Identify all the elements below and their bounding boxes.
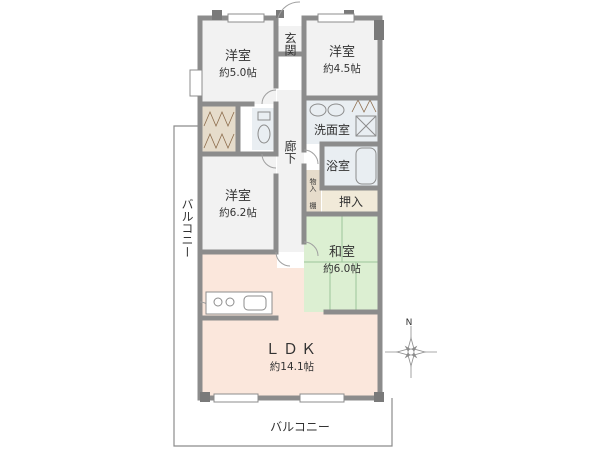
room-yoshitsu-ne-area: 約4.5帖: [323, 62, 361, 75]
room-yoshitsu-w-area: 約6.2帖: [219, 206, 257, 219]
room-washitsu-area: 約6.0帖: [323, 262, 361, 275]
wet-fixtures: [257, 103, 377, 185]
room-yoshitsu-ne-name: 洋室: [329, 44, 355, 60]
oshiire-fill: [322, 190, 380, 212]
room-yoshitsu-w-fill: [200, 156, 276, 252]
rouka-label: 廊下: [283, 139, 297, 164]
monoire-label: 物入: [309, 177, 317, 192]
compass-north-label: N: [406, 318, 413, 328]
closet-doors: [203, 99, 377, 150]
oshiire-label: 押入: [339, 195, 363, 209]
room-fills: [200, 18, 380, 398]
kitchen-counter: [205, 291, 273, 315]
room-washitsu-name: 和室: [329, 244, 355, 260]
monoire-fill: [305, 170, 321, 212]
genkan-fill: [277, 26, 304, 54]
washroom-fill: [304, 98, 380, 144]
balcony-bottom-label: バルコニー: [270, 420, 330, 434]
closet-left-fill: [200, 106, 238, 154]
genkan-label: 玄関: [283, 31, 297, 56]
corridor-fill: [277, 90, 304, 252]
room-yoshitsu-nw-fill: [200, 18, 276, 104]
room-ldk-area: 約14.1帖: [270, 360, 315, 373]
windows: [189, 13, 355, 403]
balcony-side-label: バルコニー: [180, 198, 194, 258]
room-yoshitsu-nw-name: 洋室: [225, 48, 251, 64]
balcony-outline: [173, 125, 393, 447]
bath-fill: [324, 144, 380, 188]
compass-icon: [385, 326, 437, 378]
room-yoshitsu-nw-area: 約5.0帖: [219, 66, 257, 79]
room-yoshitsu-w-name: 洋室: [225, 188, 251, 204]
tatami-lines: [304, 214, 380, 312]
yokushitsu-label: 浴室: [326, 158, 350, 173]
senmenshitsu-label: 洗面室: [314, 122, 350, 137]
tana-label: 棚: [309, 201, 317, 210]
ldk-fill: [200, 252, 380, 398]
toilet-fill: [252, 108, 276, 150]
room-yoshitsu-ne-fill: [304, 18, 380, 98]
room-ldk-name: ＬＤＫ: [265, 340, 319, 358]
